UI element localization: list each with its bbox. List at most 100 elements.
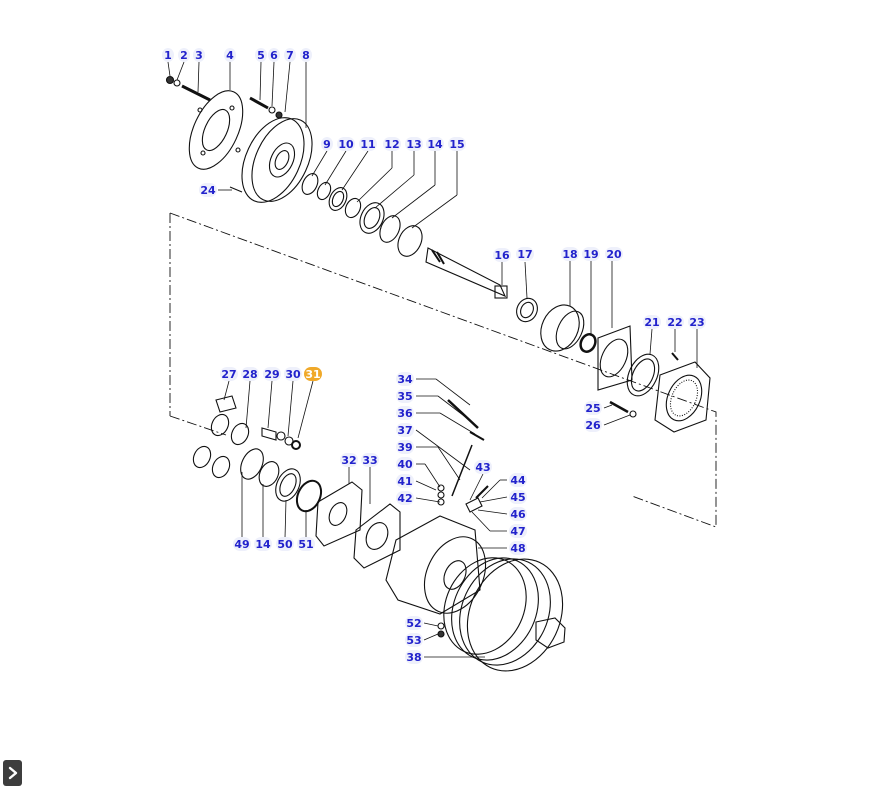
callout-bg bbox=[396, 372, 414, 386]
callout-number: 27 bbox=[221, 368, 236, 381]
callout-38[interactable]: 38 bbox=[405, 650, 423, 664]
callout-number: 6 bbox=[270, 49, 278, 62]
callout-bg bbox=[300, 48, 312, 62]
callout-12[interactable]: 12 bbox=[383, 137, 401, 151]
callout-19[interactable]: 19 bbox=[582, 247, 600, 261]
callout-8[interactable]: 8 bbox=[300, 48, 312, 62]
callout-50[interactable]: 50 bbox=[276, 537, 294, 551]
callout-9[interactable]: 9 bbox=[321, 137, 333, 151]
callout-number: 34 bbox=[397, 373, 413, 386]
callout-53[interactable]: 53 bbox=[405, 633, 423, 647]
callout-bg bbox=[255, 48, 267, 62]
callout-bg bbox=[396, 491, 414, 505]
callout-35[interactable]: 35 bbox=[396, 389, 414, 403]
callout-25[interactable]: 25 bbox=[584, 401, 602, 415]
callout-bg bbox=[254, 537, 272, 551]
callout-14[interactable]: 14 bbox=[426, 137, 444, 151]
callout-37[interactable]: 37 bbox=[396, 423, 414, 437]
callout-23[interactable]: 23 bbox=[688, 315, 706, 329]
callout-number: 8 bbox=[302, 49, 310, 62]
callout-3[interactable]: 3 bbox=[193, 48, 205, 62]
callout-41[interactable]: 41 bbox=[396, 474, 414, 488]
callout-bg bbox=[584, 401, 602, 415]
callout-49[interactable]: 49 bbox=[233, 537, 251, 551]
callout-7[interactable]: 7 bbox=[284, 48, 296, 62]
callout-29[interactable]: 29 bbox=[263, 367, 281, 381]
hub-group bbox=[540, 304, 711, 433]
callout-43[interactable]: 43 bbox=[474, 460, 492, 474]
callout-bg bbox=[405, 137, 423, 151]
callout-13[interactable]: 13 bbox=[405, 137, 423, 151]
callout-number: 10 bbox=[338, 138, 354, 151]
callout-22[interactable]: 22 bbox=[666, 315, 684, 329]
callout-5[interactable]: 5 bbox=[255, 48, 267, 62]
callout-number: 5 bbox=[257, 49, 265, 62]
callout-17[interactable]: 17 bbox=[516, 247, 534, 261]
callout-36[interactable]: 36 bbox=[396, 406, 414, 420]
callout-52[interactable]: 52 bbox=[405, 616, 423, 630]
callout-47[interactable]: 47 bbox=[509, 524, 527, 538]
callout-2[interactable]: 2 bbox=[178, 48, 190, 62]
callout-20[interactable]: 20 bbox=[605, 247, 623, 261]
callout-44[interactable]: 44 bbox=[509, 473, 527, 487]
callout-34[interactable]: 34 bbox=[396, 372, 414, 386]
callout-bg bbox=[509, 490, 527, 504]
callout-27[interactable]: 27 bbox=[220, 367, 238, 381]
callout-1[interactable]: 1 bbox=[162, 48, 174, 62]
callout-14[interactable]: 14 bbox=[254, 537, 272, 551]
callout-24[interactable]: 24 bbox=[199, 183, 217, 197]
callout-46[interactable]: 46 bbox=[509, 507, 527, 521]
callout-10[interactable]: 10 bbox=[337, 137, 355, 151]
callout-28[interactable]: 28 bbox=[241, 367, 259, 381]
callout-number: 2 bbox=[180, 49, 188, 62]
callout-bg bbox=[337, 137, 355, 151]
leader-lines bbox=[167, 61, 698, 658]
plates-group bbox=[315, 481, 401, 569]
callout-bg bbox=[193, 48, 205, 62]
callout-number: 47 bbox=[510, 525, 525, 538]
callout-number: 9 bbox=[323, 138, 331, 151]
callout-number: 28 bbox=[242, 368, 257, 381]
callout-bg bbox=[220, 367, 238, 381]
callout-bg bbox=[516, 247, 534, 261]
callout-bg bbox=[509, 524, 527, 538]
callout-39[interactable]: 39 bbox=[396, 440, 414, 454]
callout-bg bbox=[561, 247, 579, 261]
callout-bg bbox=[474, 460, 492, 474]
callout-number: 43 bbox=[475, 461, 490, 474]
callout-15[interactable]: 15 bbox=[448, 137, 466, 151]
callout-bg bbox=[359, 137, 377, 151]
callout-4[interactable]: 4 bbox=[224, 48, 236, 62]
sidebar-toggle-button[interactable] bbox=[3, 760, 22, 786]
callout-18[interactable]: 18 bbox=[561, 247, 579, 261]
chevron-right-icon bbox=[8, 766, 17, 780]
callout-11[interactable]: 11 bbox=[359, 137, 377, 151]
callout-26[interactable]: 26 bbox=[584, 418, 602, 432]
callout-6[interactable]: 6 bbox=[268, 48, 280, 62]
callout-48[interactable]: 48 bbox=[509, 541, 527, 555]
callout-21[interactable]: 21 bbox=[643, 315, 661, 329]
callout-bg bbox=[284, 48, 296, 62]
bearing-group bbox=[192, 395, 323, 513]
callout-40[interactable]: 40 bbox=[396, 457, 414, 471]
callout-16[interactable]: 16 bbox=[493, 248, 511, 262]
callout-51[interactable]: 51 bbox=[297, 537, 315, 551]
callout-number: 40 bbox=[397, 458, 413, 471]
callout-31[interactable]: 31 bbox=[304, 367, 322, 381]
callout-number: 45 bbox=[510, 491, 525, 504]
callout-number: 19 bbox=[583, 248, 598, 261]
callout-bg bbox=[304, 367, 322, 381]
callout-number: 49 bbox=[234, 538, 249, 551]
callout-bg bbox=[688, 315, 706, 329]
top-cover-group bbox=[165, 75, 313, 203]
callout-32[interactable]: 32 bbox=[340, 453, 358, 467]
callout-number: 36 bbox=[397, 407, 413, 420]
callout-42[interactable]: 42 bbox=[396, 491, 414, 505]
callout-bg bbox=[643, 315, 661, 329]
callout-bg bbox=[493, 248, 511, 262]
callout-33[interactable]: 33 bbox=[361, 453, 379, 467]
callout-30[interactable]: 30 bbox=[284, 367, 302, 381]
callout-45[interactable]: 45 bbox=[509, 490, 527, 504]
